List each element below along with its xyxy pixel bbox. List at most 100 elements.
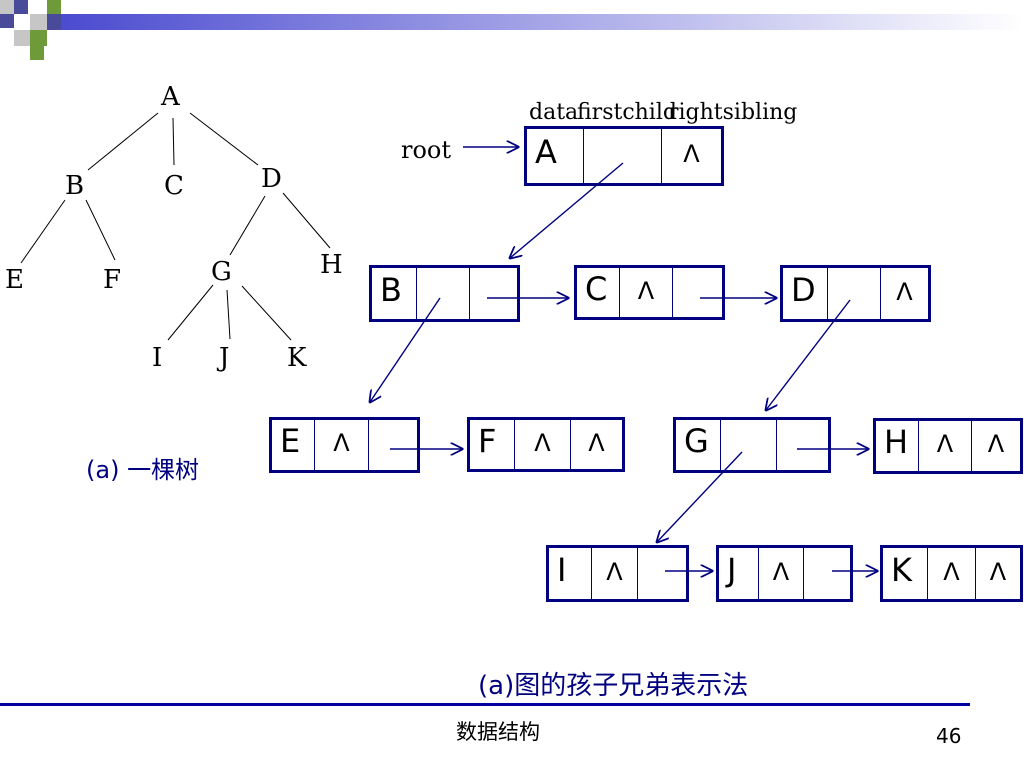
list-node-b: B: [369, 265, 520, 322]
null-symbol: Λ: [943, 557, 960, 586]
root-label: root: [401, 136, 452, 164]
edge-b-f: [85, 199, 116, 261]
arrow-d-firstchild-to-g: [766, 299, 851, 410]
list-node-k-firstchild-cell: Λ: [928, 548, 976, 599]
null-symbol: Λ: [588, 428, 605, 457]
null-symbol: Λ: [936, 430, 954, 458]
list-node-d-firstchild-cell: [828, 268, 881, 319]
list-node-h-rightsibling-cell: Λ: [972, 421, 1020, 471]
edge-g-i: [167, 284, 214, 341]
edge-a-d: [189, 112, 259, 166]
list-node-c-data-cell: C: [577, 268, 620, 317]
edge-a-b: [87, 112, 159, 171]
edge-g-k: [241, 285, 292, 341]
list-node-e-firstchild-cell: Λ: [315, 420, 369, 470]
list-node-b-label: B: [380, 270, 402, 309]
header-square-4: [0, 14, 14, 28]
list-node-c-firstchild-cell: Λ: [620, 268, 673, 317]
list-node-i-data-cell: I: [549, 548, 592, 599]
tree-node-i: I: [152, 343, 163, 373]
list-node-h-data-cell: H: [876, 421, 919, 471]
list-node-g: G: [673, 417, 831, 473]
list-node-g-data-cell: G: [676, 420, 721, 470]
arrow-b-firstchild-to-e: [370, 297, 441, 402]
list-node-j-data-cell: J: [719, 548, 759, 599]
list-node-k-label: K: [891, 550, 912, 589]
header-square-7: [14, 30, 30, 46]
list-node-k-rightsibling-cell: Λ: [976, 548, 1020, 599]
list-node-g-label: G: [684, 422, 709, 460]
tree-node-b: B: [65, 171, 85, 201]
header-bar: [61, 14, 1024, 30]
list-node-d-label: D: [791, 270, 816, 309]
null-symbol: Λ: [896, 277, 913, 306]
edge-b-e: [20, 199, 66, 264]
list-node-k-data-cell: K: [883, 548, 928, 599]
field-label-data: data: [529, 100, 579, 125]
list-node-f-rightsibling-cell: Λ: [571, 420, 622, 469]
tree-node-h: H: [320, 250, 343, 280]
tree-node-f: F: [103, 265, 122, 295]
header-square-2: [14, 0, 28, 14]
tree-node-e: E: [5, 265, 24, 295]
tree-node-g: G: [211, 257, 232, 287]
list-node-b-data-cell: B: [372, 268, 417, 319]
edge-g-j: [226, 289, 231, 340]
footer-rule: [0, 703, 970, 706]
arrow-a-firstchild-to-b: [510, 162, 624, 258]
tree-node-a: A: [161, 82, 180, 112]
header-square-3: [47, 0, 61, 14]
list-node-f-label: F: [478, 421, 497, 460]
tree-node-c: C: [164, 171, 184, 201]
list-node-a-firstchild-cell: [584, 129, 662, 183]
null-symbol: Λ: [989, 557, 1007, 586]
list-node-f-data-cell: F: [470, 420, 515, 469]
null-symbol: Λ: [683, 140, 700, 168]
list-node-j-firstchild-cell: Λ: [759, 548, 804, 599]
list-node-a-label: A: [535, 133, 557, 171]
list-node-d-rightsibling-cell: Λ: [881, 268, 928, 319]
header-square-9: [30, 46, 44, 60]
list-node-i-label: I: [557, 550, 567, 589]
edge-d-h: [282, 192, 331, 249]
list-node-b-firstchild-cell: [417, 268, 470, 319]
header-square-5: [30, 14, 47, 30]
list-node-e-data-cell: E: [272, 420, 315, 470]
null-symbol: Λ: [637, 276, 655, 305]
list-node-j-label: J: [727, 550, 737, 589]
edge-a-c: [172, 117, 175, 166]
list-node-a-data-cell: A: [527, 129, 584, 183]
header-square-1: [0, 0, 14, 14]
field-label-firstchild: firstchild: [577, 100, 677, 125]
list-node-f-firstchild-cell: Λ: [515, 420, 571, 469]
list-node-e-label: E: [280, 422, 301, 460]
figure-caption: (a)图的孩子兄弟表示法: [478, 671, 749, 701]
null-symbol: Λ: [606, 557, 623, 586]
list-node-h-firstchild-cell: Λ: [919, 421, 972, 471]
list-node-h-label: H: [884, 423, 909, 461]
tree-node-j: J: [219, 343, 230, 373]
edge-d-g: [229, 195, 266, 256]
tree-node-k: K: [287, 343, 307, 373]
list-node-d-data-cell: D: [783, 268, 828, 319]
page-number: 46: [936, 724, 962, 748]
header-square-8: [30, 30, 47, 46]
list-node-g-firstchild-cell: [721, 420, 777, 470]
null-symbol: Λ: [772, 557, 790, 586]
null-symbol: Λ: [333, 429, 350, 457]
tree-caption: (a) 一棵树: [86, 456, 200, 484]
list-node-i-firstchild-cell: Λ: [592, 548, 638, 599]
tree-node-d: D: [261, 164, 282, 194]
list-node-a-rightsibling-cell: Λ: [662, 129, 721, 183]
